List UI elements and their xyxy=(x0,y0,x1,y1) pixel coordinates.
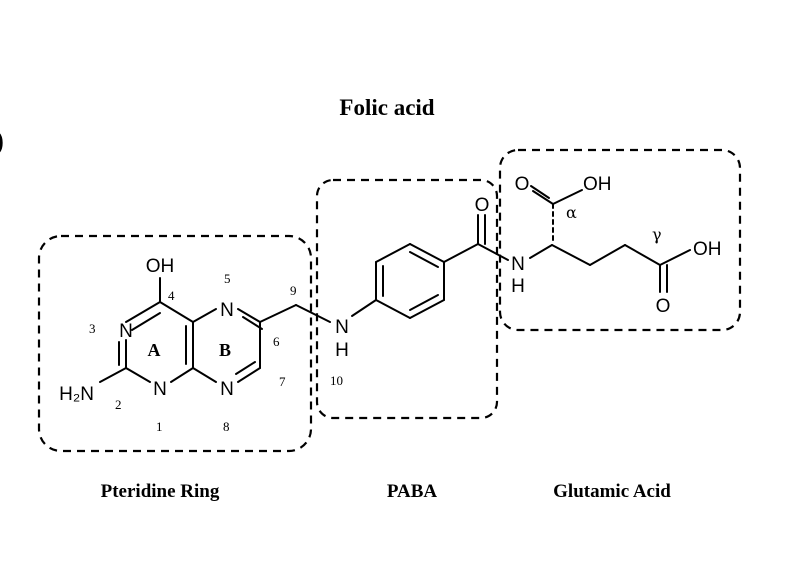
position-9: 9 xyxy=(290,283,297,298)
paba-box xyxy=(315,178,499,420)
figure-title: Folic acid xyxy=(339,95,434,120)
atom-o-amide: O xyxy=(475,195,490,216)
atom-o-alpha: O xyxy=(515,174,530,195)
atom-n-glu: N xyxy=(511,254,525,275)
ring-label-b: B xyxy=(219,340,231,360)
gamma-label: γ xyxy=(652,225,662,244)
glutamic-bonds xyxy=(529,185,691,293)
caption-pteridine: Pteridine Ring xyxy=(101,481,220,502)
position-2: 2 xyxy=(115,397,122,412)
glutamic-box xyxy=(498,148,742,332)
atom-h-paba: H xyxy=(335,340,349,361)
position-8: 8 xyxy=(223,419,230,434)
position-7: 7 xyxy=(279,374,286,389)
ring-label-a: A xyxy=(148,340,161,360)
atom-n1: N xyxy=(153,379,167,400)
atom-oh-c4: OH xyxy=(146,256,175,277)
position-4: 4 xyxy=(168,288,175,303)
atom-o-gamma: O xyxy=(656,296,671,317)
position-5: 5 xyxy=(224,271,231,286)
position-1: 1 xyxy=(156,419,163,434)
pteridine-bonds xyxy=(99,277,331,383)
caption-paba: PABA xyxy=(387,481,438,502)
caption-glutamic: Glutamic Acid xyxy=(553,481,671,502)
atom-oh-alpha: OH xyxy=(583,174,612,195)
position-6: 6 xyxy=(273,334,280,349)
atom-h-glu: H xyxy=(511,276,525,297)
position-10: 10 xyxy=(330,373,343,388)
atom-n-paba: N xyxy=(335,317,349,338)
panel-letter: ) xyxy=(0,124,4,157)
paba-bonds xyxy=(351,214,509,319)
atom-n8: N xyxy=(220,379,234,400)
atom-n3: N xyxy=(119,321,133,342)
position-3: 3 xyxy=(89,321,96,336)
alpha-label: α xyxy=(566,203,577,222)
atom-h2n: H₂N xyxy=(59,384,94,405)
atom-n5: N xyxy=(220,300,234,321)
atom-oh-gamma: OH xyxy=(693,239,722,260)
pteridine-box xyxy=(37,234,313,453)
